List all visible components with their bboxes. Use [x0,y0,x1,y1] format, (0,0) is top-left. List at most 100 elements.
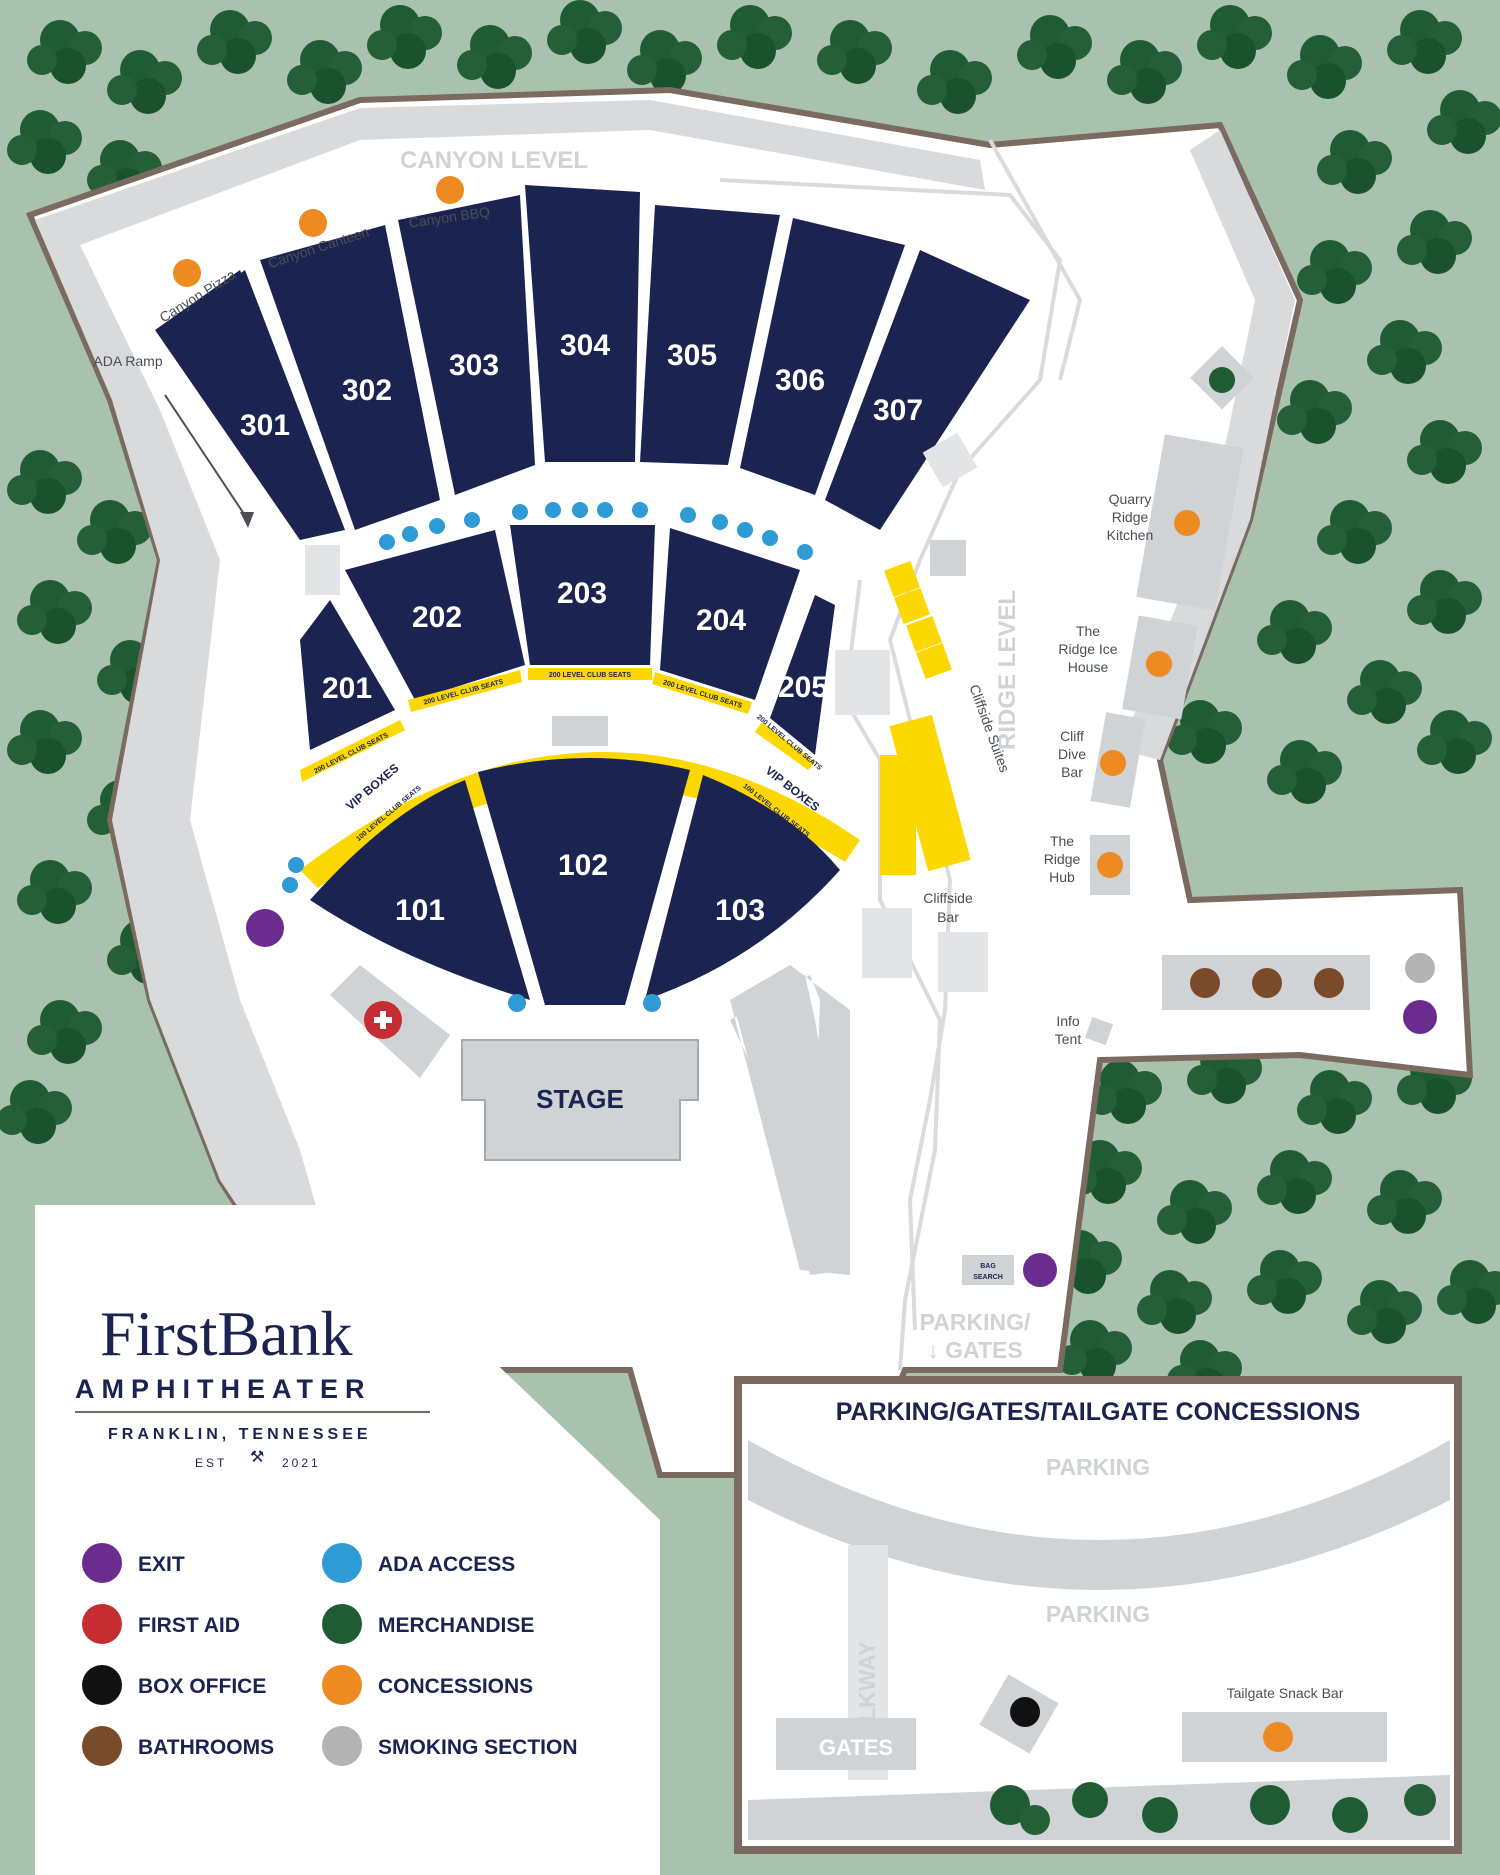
stage-label: STAGE [536,1084,624,1114]
section-202-shape[interactable] [345,530,525,700]
section-305-shape[interactable] [640,205,780,465]
concessions-icon [1263,1722,1293,1752]
legend-concessions: CONCESSIONS [378,1675,533,1698]
exit-icon [1023,1253,1057,1287]
svg-text:200 LEVEL CLUB SEATS: 200 LEVEL CLUB SEATS [549,672,632,679]
svg-text:Hub: Hub [1049,869,1075,885]
cliffside-bar-label: Cliffside [923,890,973,906]
ridge-ice-house-label: The [1076,623,1100,639]
sections-200: 201 202 203 204 205 [300,525,835,755]
sound-booth [552,716,608,746]
box-office-icon [82,1665,122,1705]
venue-location: FRANKLIN, TENNESSEE [108,1426,372,1443]
svg-text:Ridge Ice: Ridge Ice [1058,641,1117,657]
ada-icons-row [379,502,813,560]
ada-icon [508,994,526,1012]
inset-title: PARKING/GATES/TAILGATE CONCESSIONS [836,1398,1361,1426]
exit-icon [1403,1000,1437,1034]
bag-search-label: BAG [980,1263,996,1270]
stage [461,1039,699,1161]
est-label: EST [195,1456,227,1470]
svg-text:House: House [1068,659,1109,675]
section-102-shape[interactable] [478,757,690,1005]
legend-exit: EXIT [138,1553,185,1576]
cliffside-bar-label-2: Bar [937,909,959,925]
section-301-label: 301 [240,409,290,442]
ada-icon [288,857,304,873]
legend-first-aid: FIRST AID [138,1614,240,1637]
section-306-label: 306 [775,364,825,397]
ridge-hub-label: The [1050,833,1074,849]
section-204-shape[interactable] [660,528,800,700]
exit-icon [246,909,284,947]
svg-text:SEARCH: SEARCH [973,1274,1003,1281]
legend-smoking: SMOKING SECTION [378,1736,578,1759]
section-101-shape[interactable] [310,780,530,1000]
concessions-icon [322,1665,362,1705]
quarry-ridge-kitchen-label: Quarry [1109,491,1152,507]
section-303-label: 303 [449,349,499,382]
svg-text:Dive: Dive [1058,746,1086,762]
section-306-shape[interactable] [740,218,905,495]
section-205-shape[interactable] [770,595,835,755]
sections-100: 101 102 103 [310,757,840,1005]
section-307-shape[interactable] [825,250,1030,530]
ada-icon [282,877,298,893]
parking-bottom-label: PARKING [1046,1601,1150,1627]
bag-search-booth [962,1255,1014,1285]
cliff-dive-bar-label: Cliff [1060,728,1084,744]
section-204-label: 204 [696,604,746,637]
bathrooms-icon [82,1726,122,1766]
bathrooms-icon [1190,968,1220,998]
info-tent [1084,1016,1114,1046]
concessions-icon [299,209,327,237]
legend-merchandise: MERCHANDISE [378,1614,534,1637]
legend-ada: ADA ACCESS [378,1553,515,1576]
section-103-label: 103 [715,894,765,927]
gates-label: GATES [819,1735,893,1760]
concessions-icon [1100,750,1126,776]
merchandise-icon [1209,367,1235,393]
inset-trees [990,1782,1436,1835]
section-202-label: 202 [412,601,462,634]
svg-text:Ridge: Ridge [1044,851,1081,867]
rocky-cliff [35,100,985,1300]
svg-text:Ridge: Ridge [1112,509,1149,525]
concessions-icon [1146,651,1172,677]
svg-text:Tent: Tent [1055,1031,1082,1047]
concessions-icon [1097,852,1123,878]
parking-gates-arrow-label: PARKING/ [920,1309,1031,1335]
concessions-icon [1174,510,1200,536]
bathrooms-icon [1252,968,1282,998]
cliffside-bar-steps [938,932,988,992]
section-205-label: 205 [778,671,828,704]
section-304-shape[interactable] [525,185,640,462]
info-tent-label: Info [1056,1013,1080,1029]
section-302-shape[interactable] [260,225,440,530]
section-304-label: 304 [560,329,610,362]
legend-box-office: BOX OFFICE [138,1675,266,1698]
est-year: 2021 [282,1456,321,1470]
venue-name: FirstBank [100,1298,352,1369]
ridge-level-label: RIDGE LEVEL [994,590,1021,750]
legend: EXIT ADA ACCESS FIRST AID MERCHANDISE BO… [82,1543,578,1766]
section-201-shape[interactable] [300,600,395,750]
section-103-shape[interactable] [645,775,840,1000]
parking-top-label: PARKING [1046,1454,1150,1480]
section-203-label: 203 [557,577,607,610]
venue-subtitle: AMPHITHEATER [75,1374,372,1404]
ada-icon [643,994,661,1012]
section-203-shape[interactable] [510,525,655,665]
box-office-icon [1010,1697,1040,1727]
first-aid-icon [82,1604,122,1644]
section-303-shape[interactable] [398,195,535,495]
merchandise-icon [322,1604,362,1644]
section-201-label: 201 [322,672,372,705]
section-302-label: 302 [342,374,392,407]
ada-icon [322,1543,362,1583]
parking-road [748,1440,1450,1590]
svg-text:Kitchen: Kitchen [1107,527,1154,543]
ada-ramp-label: ADA Ramp [93,353,162,369]
ada-ramp-arrowhead [240,512,254,528]
